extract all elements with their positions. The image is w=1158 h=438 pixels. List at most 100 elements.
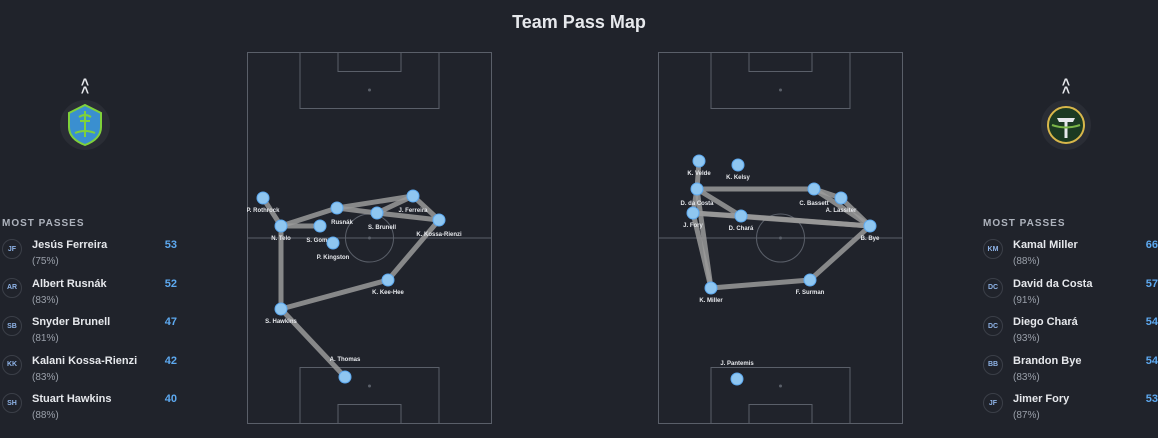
player-node[interactable] <box>803 273 817 287</box>
player-node-label: K. Kossa-Rienzi <box>416 232 462 238</box>
pass-link <box>278 277 391 312</box>
player-node[interactable] <box>704 281 718 295</box>
player-node-label: K. Kee-Hee <box>372 290 404 296</box>
away-team-logo <box>1041 100 1091 150</box>
player-node-label: K. Kelsy <box>726 175 750 181</box>
player-node-label: P. Rothrock <box>247 208 280 214</box>
player-row[interactable]: JF Jimer Fory (87%) 53 <box>983 391 1158 430</box>
player-node[interactable] <box>274 302 288 316</box>
page-title: Team Pass Map <box>512 12 646 32</box>
player-node-label: D. da Costa <box>680 201 714 207</box>
pass-accuracy: (88%) <box>32 410 59 421</box>
avatar: AR <box>2 277 22 298</box>
pass-link <box>807 223 873 283</box>
player-row[interactable]: AR Albert Rusnák (83%) 52 <box>2 276 177 315</box>
pass-accuracy: (93%) <box>1013 333 1040 344</box>
player-row[interactable]: BB Brandon Bye (83%) 54 <box>983 353 1158 392</box>
player-node[interactable] <box>834 191 848 205</box>
player-node[interactable] <box>692 154 706 168</box>
player-name: Stuart Hawkins <box>32 393 112 405</box>
player-node[interactable] <box>863 219 877 233</box>
player-node-label: J. Fory <box>683 223 703 229</box>
chevron-up-icon[interactable]: ˄˄ <box>1061 74 1071 98</box>
player-node-label: N. Telo <box>271 236 291 242</box>
player-node[interactable] <box>313 219 327 233</box>
player-node[interactable] <box>686 206 700 220</box>
pass-accuracy: (83%) <box>32 371 59 383</box>
player-node-label: J. Ferreira <box>398 208 428 214</box>
player-node[interactable] <box>807 182 821 196</box>
player-node[interactable] <box>432 213 446 227</box>
player-row[interactable]: DC David da Costa (91%) 57 <box>983 276 1158 315</box>
avatar: KM <box>983 239 1003 259</box>
player-name: Brandon Bye <box>1013 354 1082 367</box>
avatar: BB <box>983 354 1003 375</box>
player-row[interactable]: KM Kamal Miller (88%) 66 <box>983 237 1158 276</box>
player-node[interactable] <box>731 158 745 172</box>
player-row[interactable]: SB Snyder Brunell (81%) 47 <box>2 314 177 353</box>
player-node-label: C. Bassett <box>799 201 828 207</box>
pass-link <box>334 193 416 211</box>
player-row[interactable]: SH Stuart Hawkins (88%) 40 <box>2 391 177 430</box>
player-node[interactable] <box>338 370 352 384</box>
pass-link <box>278 205 340 229</box>
player-node[interactable] <box>730 372 744 386</box>
pass-link <box>708 277 813 291</box>
pass-accuracy: (75%) <box>32 256 59 267</box>
pass-link <box>374 210 442 223</box>
away-most-passes-panel: MOST PASSES KM Kamal Miller (88%) 66 DC … <box>983 218 1158 430</box>
player-node-label: P. Kingston <box>317 255 350 261</box>
pass-link <box>690 210 714 291</box>
home-most-passes-panel: MOST PASSES JF Jesús Ferreira (75%) 53 A… <box>2 218 177 430</box>
player-node-label: J. Pantemis <box>720 361 754 367</box>
player-name: David da Costa <box>1013 277 1093 290</box>
player-name: Albert Rusnák <box>32 277 107 290</box>
player-name: Diego Chará <box>1013 316 1078 328</box>
pass-count: 42 <box>164 354 177 367</box>
player-node-label: K. Miller <box>699 298 723 304</box>
pass-accuracy: (83%) <box>32 294 59 306</box>
pass-link <box>334 205 380 216</box>
pass-count: 66 <box>1145 239 1158 251</box>
avatar: DC <box>983 277 1003 298</box>
seattle-sounders-crest-icon <box>68 103 102 147</box>
pass-count: 54 <box>1145 316 1158 328</box>
player-row[interactable]: JF Jesús Ferreira (75%) 53 <box>2 237 177 276</box>
avatar: KK <box>2 354 22 375</box>
avatar: SB <box>2 316 22 336</box>
player-node-label: B. Bye <box>861 236 880 242</box>
pass-accuracy: (88%) <box>1013 256 1040 267</box>
player-name: Jesús Ferreira <box>32 239 108 251</box>
panel-title: MOST PASSES <box>2 218 85 229</box>
chevron-up-icon[interactable]: ˄˄ <box>80 74 90 98</box>
player-node[interactable] <box>274 219 288 233</box>
pass-link <box>278 306 348 380</box>
player-node-label: S. Hawkins <box>265 319 297 325</box>
pass-count: 47 <box>164 316 177 328</box>
pass-count: 52 <box>164 277 177 290</box>
pass-accuracy: (83%) <box>1013 371 1040 383</box>
player-node[interactable] <box>690 182 704 196</box>
pass-count: 53 <box>1145 393 1158 405</box>
player-node-label: S. Gomez <box>306 238 333 244</box>
pass-accuracy: (91%) <box>1013 294 1040 306</box>
pass-accuracy: (81%) <box>32 333 59 344</box>
player-node[interactable] <box>406 189 420 203</box>
player-node-label: F. Surman <box>796 290 825 296</box>
pass-count: 57 <box>1145 277 1158 290</box>
player-row[interactable]: KK Kalani Kossa-Rienzi (83%) 42 <box>2 353 177 392</box>
player-node[interactable] <box>326 236 340 250</box>
pass-count: 54 <box>1145 354 1158 367</box>
player-node-label: A. Lassiter <box>826 208 857 214</box>
player-row[interactable]: DC Diego Chará (93%) 54 <box>983 314 1158 353</box>
player-node[interactable] <box>381 273 395 287</box>
player-name: Snyder Brunell <box>32 316 111 328</box>
pass-count: 53 <box>164 239 177 251</box>
player-node[interactable] <box>256 191 270 205</box>
player-node[interactable] <box>370 206 384 220</box>
player-node[interactable] <box>734 209 748 223</box>
player-name: Kamal Miller <box>1013 239 1078 251</box>
avatar: JF <box>2 239 22 259</box>
player-node[interactable] <box>330 201 344 215</box>
